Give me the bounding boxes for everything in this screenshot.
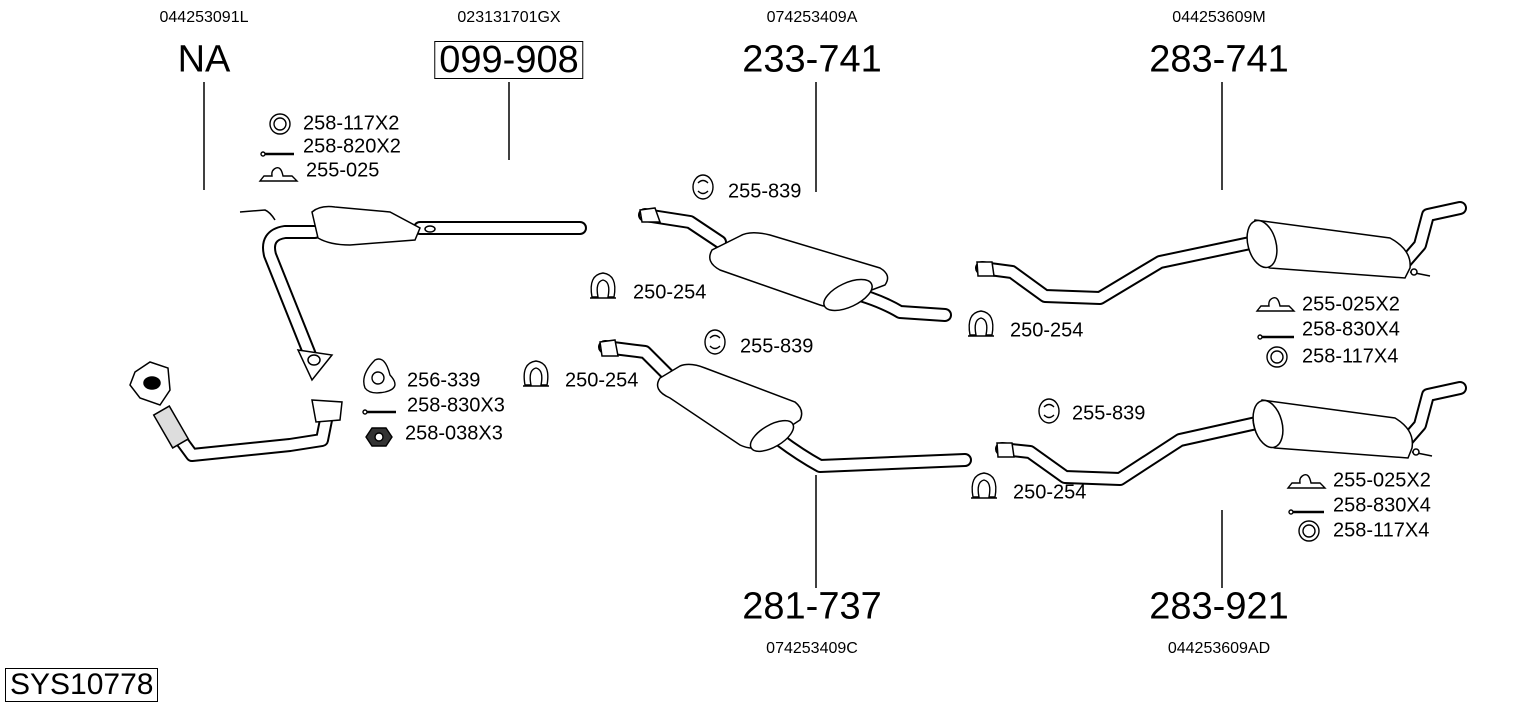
accessory-label[interactable]: 258-830X4 — [1333, 494, 1431, 517]
gasket-icon — [363, 358, 396, 394]
system-id: SYS10778 — [5, 668, 159, 702]
accessory-label[interactable]: 255-025 — [306, 159, 380, 182]
hanger-icon — [1286, 473, 1327, 489]
accessory-label[interactable]: 258-117X4 — [1302, 345, 1399, 368]
oe-number: 023131701GX — [457, 9, 561, 26]
accessory-label[interactable]: 258-117X2 — [303, 112, 400, 135]
accessory-label[interactable]: 250-254 — [1013, 481, 1087, 504]
part-number[interactable]: 233-741 — [742, 38, 882, 81]
oe-number: 044253609AD — [1167, 640, 1271, 657]
rubber-mount-icon — [704, 329, 726, 355]
part-number[interactable]: 281-737 — [742, 585, 882, 628]
oe-number: 074253409C — [766, 640, 858, 657]
part-number[interactable]: NA — [177, 38, 231, 81]
accessory-label[interactable]: 255-839 — [1072, 402, 1146, 425]
catalyst-body — [311, 205, 421, 246]
nut-icon — [365, 427, 393, 447]
clamp-icon — [968, 310, 994, 337]
bolt-icon — [1288, 509, 1324, 515]
part-number[interactable]: 283-921 — [1149, 585, 1289, 628]
part-number[interactable]: 283-741 — [1149, 38, 1289, 81]
ring-icon — [1266, 346, 1288, 368]
accessory-label[interactable]: 250-254 — [633, 281, 707, 304]
clamp-icon — [523, 360, 549, 387]
accessory-label[interactable]: 258-830X3 — [407, 394, 505, 417]
accessory-label[interactable]: 256-339 — [407, 369, 481, 392]
clamp-icon — [971, 472, 997, 499]
part-number[interactable]: 099-908 — [434, 41, 584, 79]
accessory-label[interactable]: 258-038X3 — [405, 422, 503, 445]
accessory-label[interactable]: 255-025X2 — [1333, 469, 1431, 492]
accessory-label[interactable]: 250-254 — [565, 369, 639, 392]
accessory-label[interactable]: 258-830X4 — [1302, 318, 1400, 341]
oe-number: 044253091L — [159, 9, 249, 26]
accessory-label[interactable]: 258-117X4 — [1333, 519, 1430, 542]
accessory-label[interactable]: 258-820X2 — [303, 135, 401, 158]
rubber-mount-icon — [1038, 398, 1060, 424]
flange — [311, 399, 343, 423]
oe-number: 074253409A — [766, 9, 858, 26]
oe-number: 044253609M — [1172, 9, 1266, 26]
hanger-icon — [258, 166, 299, 182]
accessory-label[interactable]: 255-839 — [728, 180, 802, 203]
clamp-icon — [590, 272, 616, 299]
ring-icon — [1298, 520, 1320, 542]
ring-icon — [269, 113, 291, 135]
bolt-icon — [260, 151, 294, 157]
rubber-mount-icon — [692, 174, 714, 200]
accessory-label[interactable]: 250-254 — [1010, 319, 1084, 342]
accessory-label[interactable]: 255-025X2 — [1302, 293, 1400, 316]
hanger-icon — [1255, 296, 1296, 312]
bolt-icon — [362, 409, 396, 415]
bolt-icon — [1257, 334, 1294, 340]
accessory-label[interactable]: 255-839 — [740, 335, 814, 358]
